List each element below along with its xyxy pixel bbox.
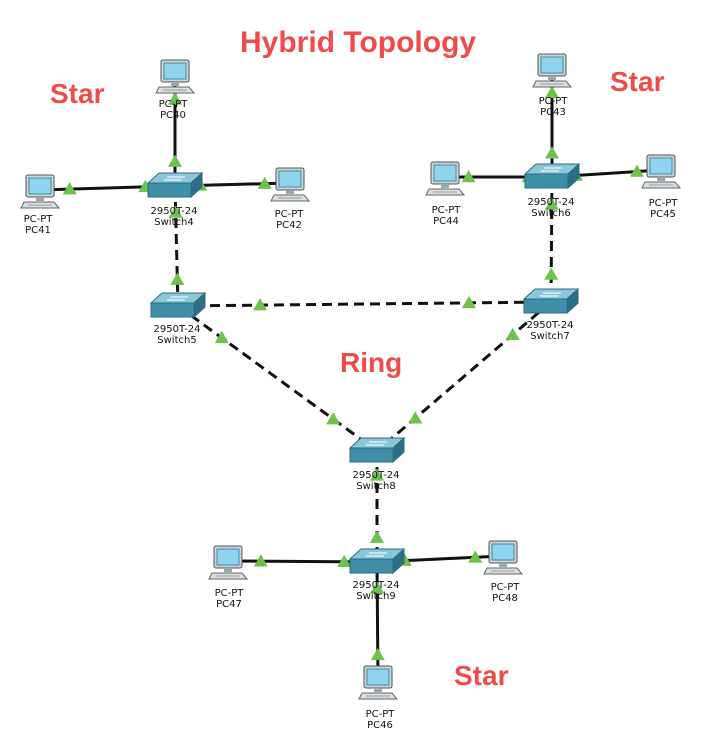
label-star-top-left: Star xyxy=(50,78,105,109)
link-status-up-icon xyxy=(544,197,559,210)
link-status-up-icon xyxy=(253,298,268,311)
label-star-top-right: Star xyxy=(610,66,665,97)
link-status-up-icon xyxy=(630,164,645,177)
link-status-up-icon xyxy=(461,295,476,309)
link-status-up-icon xyxy=(544,267,559,280)
link-status-up-icon xyxy=(168,154,182,167)
link-status-up-icon xyxy=(337,554,352,568)
link-status-up-icon xyxy=(545,85,559,99)
link-switch5-switch8[interactable] xyxy=(177,304,378,453)
link-status-up-icon xyxy=(326,412,341,425)
link-status-up-icon xyxy=(370,530,384,543)
link-status-up-icon xyxy=(370,581,385,594)
link-status-up-icon xyxy=(461,170,476,183)
link-status-up-icon xyxy=(370,647,385,661)
link-switch6-switch7[interactable] xyxy=(549,176,554,303)
link-status-up-icon xyxy=(168,92,182,105)
link-status-up-icon xyxy=(62,182,77,195)
link-status-up-icon xyxy=(214,330,229,344)
link-status-up-icon xyxy=(370,468,384,481)
link-status-up-icon xyxy=(408,411,423,424)
link-switch7-switch8[interactable] xyxy=(376,300,552,453)
label-ring: Ring xyxy=(340,347,403,378)
link-status-up-icon xyxy=(257,176,272,189)
page-title: Hybrid Topology xyxy=(240,26,477,59)
link-status-up-icon xyxy=(168,205,183,218)
link-switch4-switch5[interactable] xyxy=(173,185,180,307)
link-switch5-switch7[interactable] xyxy=(177,300,552,308)
link-status-up-icon xyxy=(545,146,559,159)
link-status-up-icon xyxy=(505,327,520,341)
link-status-up-icon xyxy=(253,554,268,567)
label-star-bottom: Star xyxy=(454,660,509,691)
link-status-up-icon xyxy=(468,550,483,563)
link-status-up-icon xyxy=(170,272,185,285)
